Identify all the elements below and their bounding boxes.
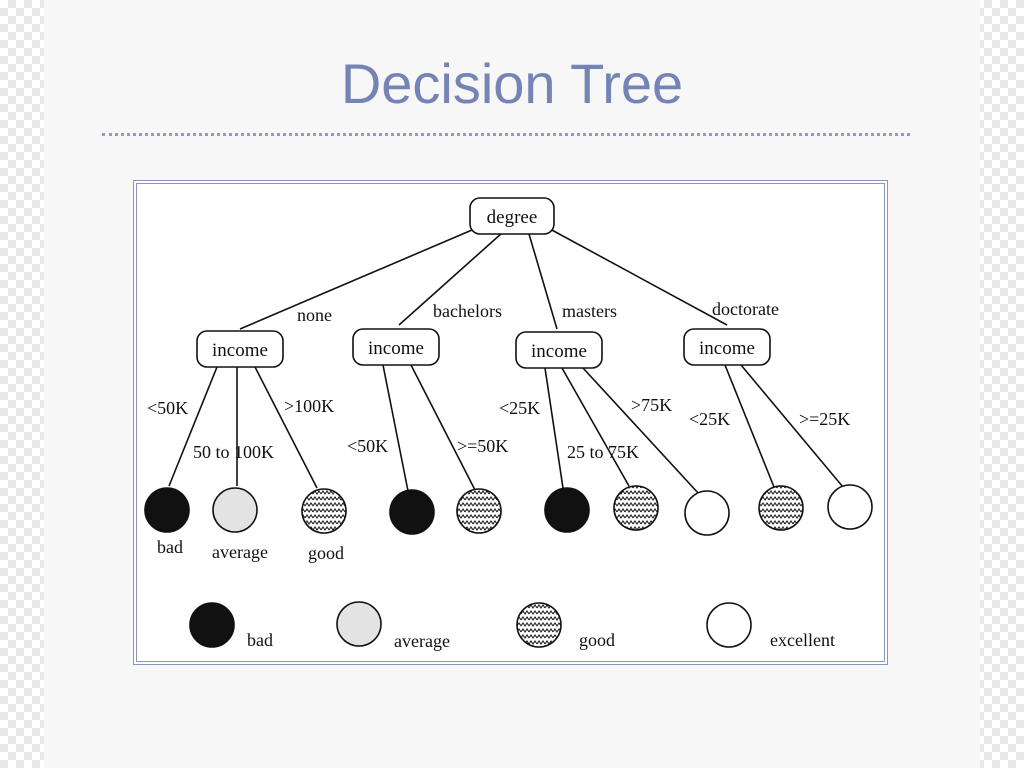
leaf-average: [212, 487, 258, 533]
leaf-bad: [389, 489, 435, 535]
split-label: >100K: [284, 396, 334, 416]
split-label: <50K: [147, 398, 188, 418]
edge-label-doctorate: doctorate: [712, 299, 779, 319]
split-label: <25K: [499, 398, 540, 418]
legend-swatch-average: [336, 601, 382, 647]
income-node-doctorate: income: [683, 328, 771, 366]
decision-tree-diagram: degree income income income income none …: [144, 197, 873, 651]
edge-label-bachelors: bachelors: [433, 301, 502, 321]
root-node-label: degree: [487, 207, 538, 228]
root-edges: [239, 228, 728, 330]
leaf-excellent: [684, 490, 730, 536]
title-divider: [102, 133, 910, 136]
leaf-caption: good: [308, 543, 344, 563]
legend: bad average good excellent: [189, 601, 835, 651]
income-node-label: income: [699, 338, 755, 359]
income-node-label: income: [212, 340, 268, 361]
leaf-edges: [168, 364, 844, 495]
edge-label-none: none: [297, 305, 332, 325]
leaf-caption: bad: [157, 537, 183, 557]
legend-label: excellent: [770, 630, 835, 650]
leaf-good: [456, 488, 502, 534]
edge-bachelors: [398, 232, 503, 326]
leaf-nodes: [144, 484, 873, 536]
legend-label: good: [579, 630, 615, 650]
split-label: >=50K: [457, 436, 508, 456]
legend-label: bad: [247, 630, 273, 650]
root-node: degree: [469, 197, 555, 235]
leaf-good: [301, 488, 347, 534]
income-node-label: income: [531, 341, 587, 362]
leaf-good: [613, 485, 659, 531]
income-node-label: income: [368, 338, 424, 359]
leaf-caption: average: [212, 542, 268, 562]
slide: Decision Tree: [44, 0, 980, 768]
legend-label: average: [394, 631, 450, 651]
legend-swatch-excellent: [706, 602, 752, 648]
legend-swatch-bad: [189, 602, 235, 648]
edge-none: [239, 229, 473, 330]
split-label: <50K: [347, 436, 388, 456]
legend-swatch-good: [516, 602, 562, 648]
split-label: >75K: [631, 395, 672, 415]
split-label: >=25K: [799, 409, 850, 429]
edge-label-masters: masters: [562, 301, 617, 321]
decision-tree-figure: degree income income income income none …: [133, 180, 888, 665]
income-node-masters: income: [515, 331, 603, 369]
leaf-good: [758, 485, 804, 531]
income-node-none: income: [196, 330, 284, 368]
split-label: 25 to 75K: [567, 442, 639, 462]
leaf-bad: [544, 487, 590, 533]
edge-doctorate: [549, 228, 728, 326]
split-label: <25K: [689, 409, 730, 429]
edge-masters: [528, 233, 558, 330]
leaf-excellent: [827, 484, 873, 530]
split-label: 50 to 100K: [193, 442, 274, 462]
income-node-bachelors: income: [352, 328, 440, 366]
leaf-bad: [144, 487, 190, 533]
slide-title: Decision Tree: [340, 52, 684, 115]
